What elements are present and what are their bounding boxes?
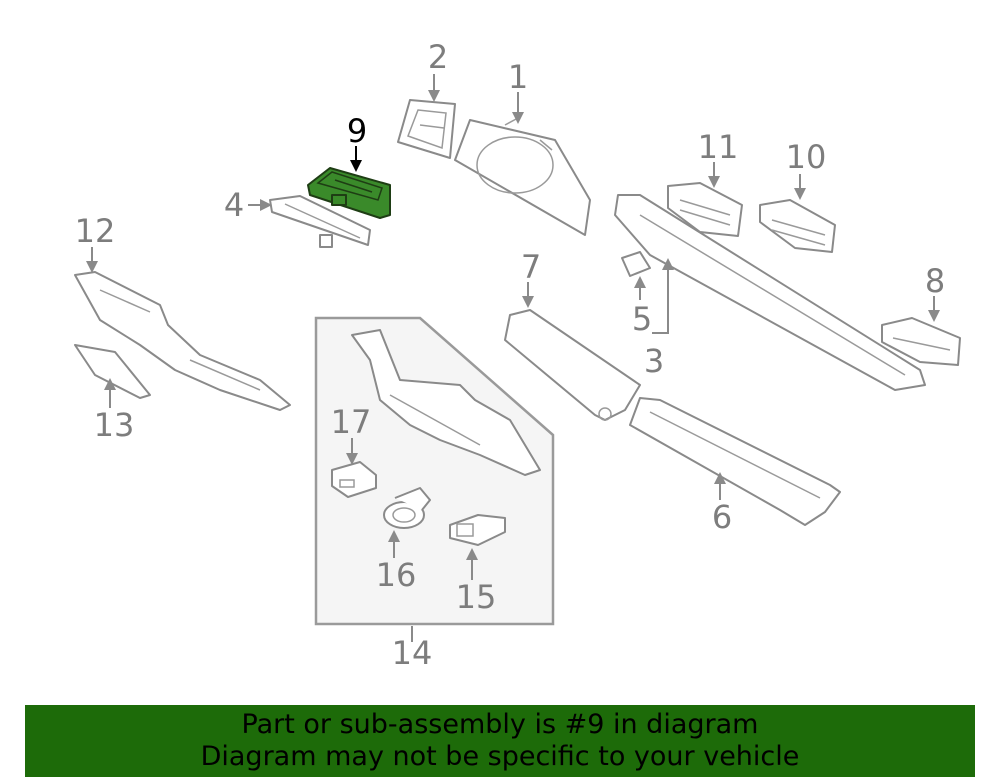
part-8-vent [881, 317, 961, 366]
callout-5: 5 [632, 300, 652, 338]
part-9-switch-panel [307, 167, 391, 219]
part-2-vent [397, 99, 456, 159]
callout-9: 9 [347, 112, 367, 150]
part-4-bracket [269, 195, 371, 248]
part-1-cluster-bezel [454, 117, 591, 236]
part-15-socket [449, 514, 506, 546]
callout-3: 3 [644, 342, 664, 380]
callout-13: 13 [94, 406, 135, 444]
info-banner: Part or sub-assembly is #9 in diagram Di… [25, 705, 975, 777]
callout-2: 2 [428, 38, 448, 76]
callout-14: 14 [392, 634, 433, 672]
banner-line-2: Diagram may not be specific to your vehi… [200, 741, 800, 772]
callout-7: 7 [521, 248, 541, 286]
callout-12: 12 [75, 212, 116, 250]
part-14-bracket [351, 329, 541, 476]
part-13-cover [74, 344, 151, 399]
callout-4: 4 [224, 186, 244, 224]
callout-16: 16 [376, 556, 417, 594]
part-17-usb-module [331, 461, 377, 498]
part-14-group-box [314, 316, 555, 626]
part-3-dash-panel [614, 194, 926, 391]
part-10-vent [759, 199, 836, 253]
part-6-long-trim [629, 397, 841, 526]
part-5-clip [621, 251, 651, 277]
callout-6: 6 [712, 498, 732, 536]
callout-1: 1 [508, 58, 528, 96]
callout-11: 11 [698, 128, 739, 166]
callout-15: 15 [456, 578, 497, 616]
leader-lines [86, 74, 940, 642]
callout-8: 8 [925, 262, 945, 300]
callout-17: 17 [331, 403, 372, 441]
part-12-lower-trim [74, 271, 291, 411]
parts-diagram: 2 1 9 4 12 13 17 16 15 14 7 6 5 3 11 10 … [74, 38, 961, 672]
callout-10: 10 [786, 138, 827, 176]
part-16-power-outlet [383, 487, 431, 529]
banner-line-1: Part or sub-assembly is #9 in diagram [241, 709, 759, 740]
part-7-dash-trim [504, 309, 641, 421]
part-11-vent [667, 182, 743, 237]
